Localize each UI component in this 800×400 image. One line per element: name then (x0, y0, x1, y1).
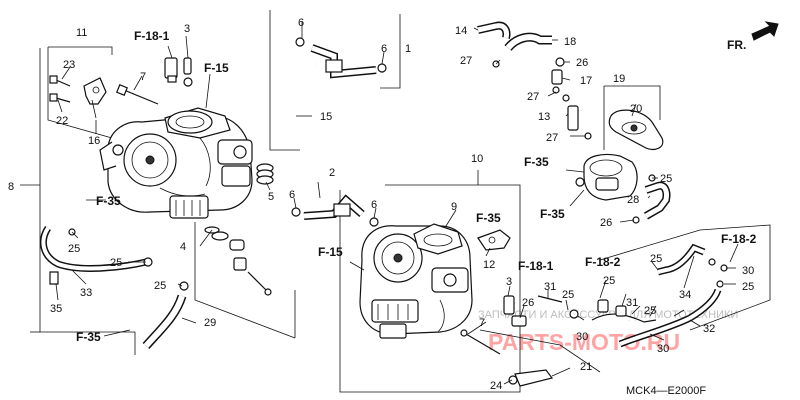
label-16: 16 (88, 135, 100, 147)
fittings-lower-right (460, 295, 657, 387)
label-29: 29 (204, 317, 216, 329)
valve-parts-17-26-27 (492, 57, 592, 140)
label-25-lower: 25 (644, 305, 656, 317)
label-8: 8 (8, 181, 14, 193)
label-3-top: 3 (184, 23, 190, 35)
screw-7-left (116, 84, 159, 105)
label-12: 12 (483, 259, 495, 271)
ref-f-35-right-carb: F-35 (476, 211, 501, 225)
label-25-left: 25 (68, 243, 80, 255)
label-9: 9 (451, 201, 457, 213)
fitting-f18-1-left (164, 57, 193, 87)
label-15: 15 (320, 111, 332, 123)
label-25-lower-right: 25 (603, 275, 615, 287)
label-20: 20 (630, 103, 642, 115)
hose-assembly-2 (291, 194, 379, 227)
right-carburetor (359, 223, 473, 339)
label-26-lower: 26 (522, 297, 534, 309)
label-22: 22 (56, 115, 68, 127)
label-32: 32 (703, 323, 715, 335)
label-25-right: 25 (742, 281, 754, 293)
label-21: 21 (580, 361, 592, 373)
label-6-top-right: 6 (381, 43, 387, 55)
label-35: 35 (50, 303, 62, 315)
jet-set-4 (204, 226, 272, 296)
hose-assembly-1 (295, 37, 387, 79)
label-30-right-top: 30 (742, 265, 754, 277)
reference-labels: F-18-1 F-15 F-35 F-15 F-35 F-35 F-35 F-1… (76, 29, 757, 344)
label-30-lower-mid: 30 (576, 331, 588, 343)
label-27-mid: 27 (527, 91, 539, 103)
ref-f-35-valve-bottom: F-35 (540, 207, 565, 221)
screws-22-23-bracket-16 (49, 75, 107, 119)
label-25-valve: 25 (660, 173, 672, 185)
label-7-right: 7 (479, 317, 485, 329)
hose-33 (39, 226, 153, 285)
label-6-mid-left: 6 (289, 189, 295, 201)
label-10: 10 (471, 153, 483, 165)
bracket-12 (477, 229, 511, 251)
leader-lines (55, 22, 739, 385)
ref-f-18-1-right: F-18-1 (518, 259, 554, 273)
label-26-valve: 26 (600, 217, 612, 229)
label-25-mid-left: 25 (110, 257, 122, 269)
label-6-top-left: 6 (298, 17, 304, 29)
label-4: 4 (180, 241, 186, 253)
air-cut-valve-20 (608, 109, 664, 151)
ref-f-15-top: F-15 (204, 61, 229, 75)
spring-5 (256, 163, 274, 185)
label-31-mid: 31 (544, 281, 556, 293)
label-31-lower: 31 (626, 297, 638, 309)
ref-f-35-left: F-35 (96, 194, 121, 208)
label-5: 5 (268, 191, 274, 203)
hose-14 (477, 21, 511, 39)
label-28: 28 (627, 194, 639, 206)
direction-label: FR. (727, 38, 746, 52)
label-26-top: 26 (576, 57, 588, 69)
label-24: 24 (490, 380, 502, 392)
group-frames (20, 10, 771, 393)
label-33: 33 (80, 287, 92, 299)
label-11: 11 (76, 27, 87, 39)
label-7-left: 7 (140, 71, 146, 83)
label-6-mid-right: 6 (371, 199, 377, 211)
label-17: 17 (580, 75, 592, 87)
label-27-top: 27 (460, 55, 472, 67)
label-3-right: 3 (506, 276, 512, 288)
hose-30-32 (618, 280, 724, 348)
label-1: 1 (405, 43, 411, 55)
ref-f-18-2-right: F-18-2 (721, 232, 757, 246)
ref-f-18-1-top: F-18-1 (134, 29, 170, 43)
label-25-mid: 25 (562, 289, 574, 301)
ref-f-18-2-mid: F-18-2 (585, 255, 621, 269)
label-13: 13 (538, 111, 550, 123)
label-30-lower-right: 30 (657, 343, 669, 355)
ref-f-15-mid: F-15 (318, 245, 343, 259)
valve-body-35 (575, 153, 638, 201)
label-18: 18 (564, 36, 576, 48)
model-code: MCK4—E2000F (626, 385, 706, 397)
ref-f-35-valve-top: F-35 (524, 155, 549, 169)
label-2: 2 (329, 167, 335, 179)
hose-18 (504, 32, 552, 52)
label-25-lower-left: 25 (154, 280, 166, 292)
ref-f-35-bottom: F-35 (76, 330, 101, 344)
label-34: 34 (679, 289, 691, 301)
label-14: 14 (455, 25, 467, 37)
part-number-labels: 11 23 22 16 7 3 8 5 6 6 1 15 2 6 6 4 25 … (8, 17, 754, 392)
label-27-bottom: 27 (546, 132, 558, 144)
label-19: 19 (613, 73, 625, 85)
label-23: 23 (63, 59, 75, 71)
forward-direction-arrow: FR. (727, 21, 779, 52)
hose-34 (657, 243, 728, 276)
left-carburetor (99, 107, 253, 219)
hose-29 (142, 281, 189, 349)
label-25-right-mid: 25 (650, 253, 662, 265)
hose-15 (290, 62, 318, 147)
hose-28 (632, 174, 671, 224)
